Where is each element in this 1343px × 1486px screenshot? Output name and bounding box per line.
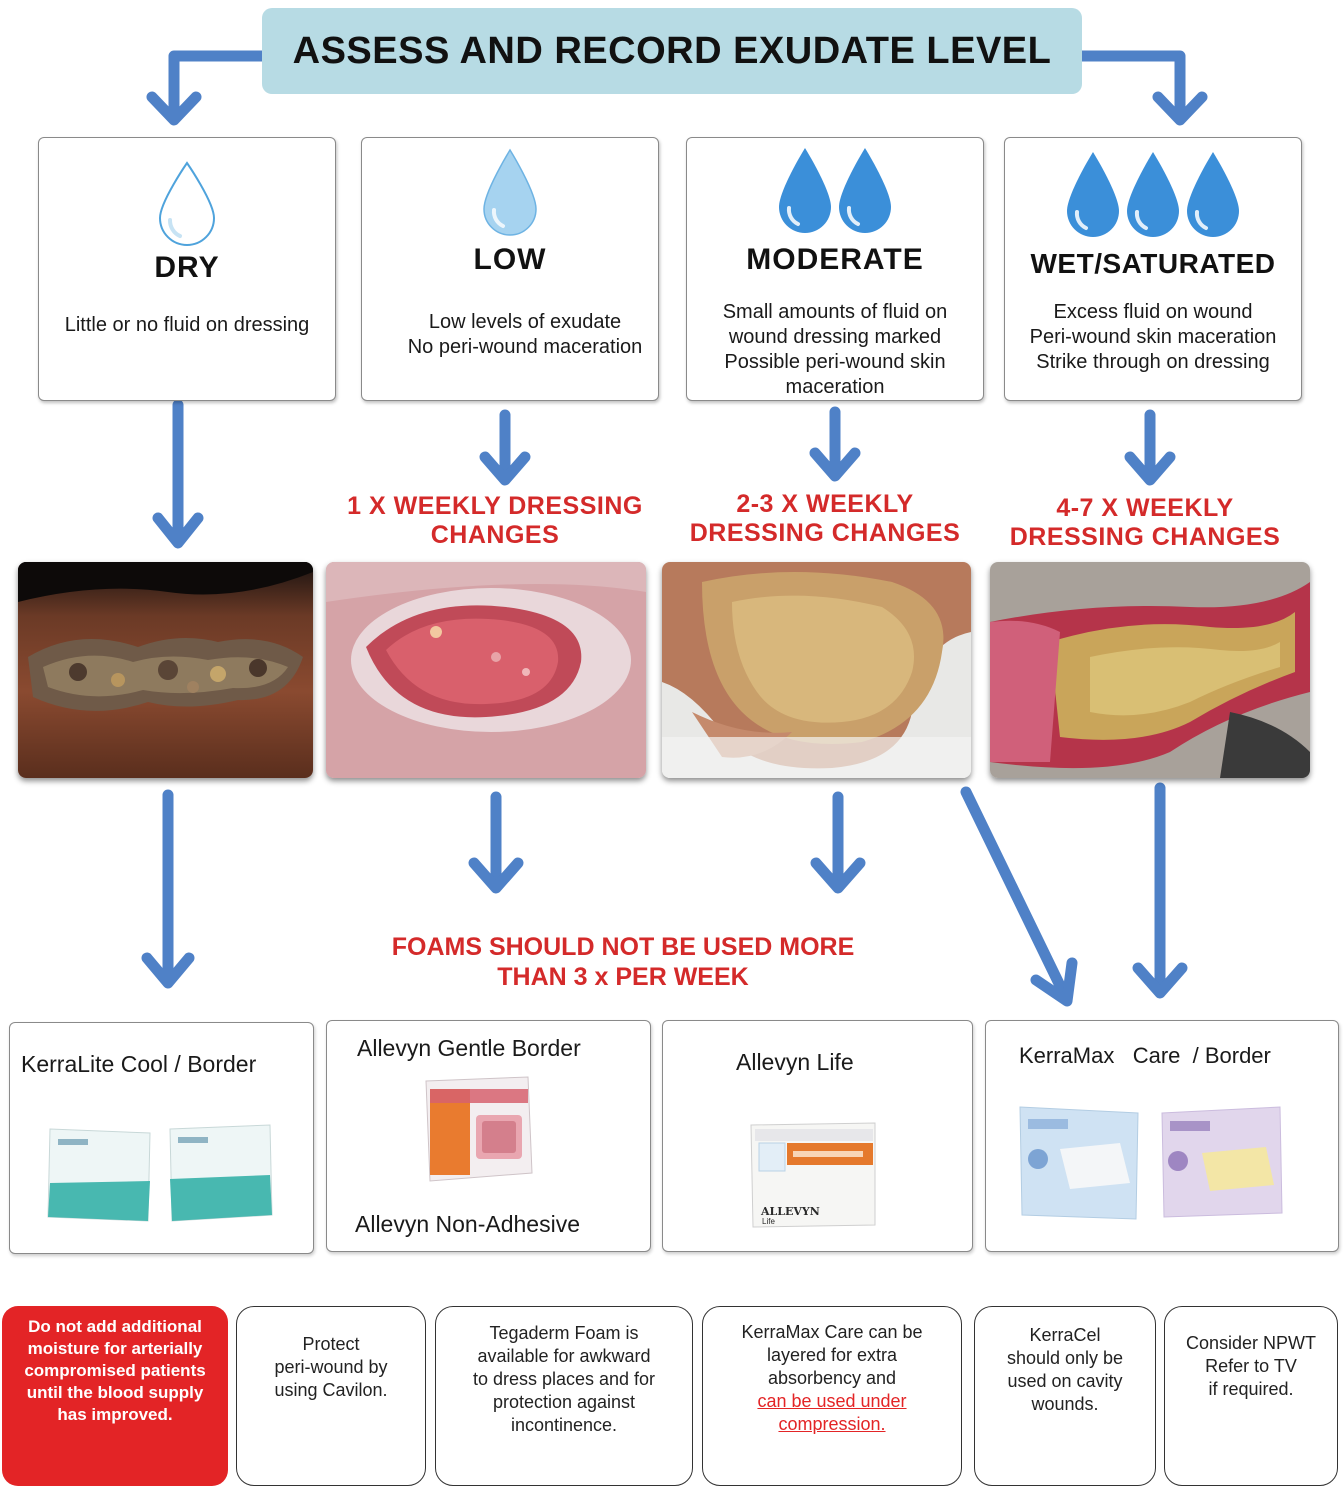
kerramax-package-image: [1018, 1103, 1286, 1221]
frequency-moderate-line2: DRESSING CHANGES: [680, 519, 970, 548]
product-dry-label: KerraLite Cool / Border: [21, 1051, 256, 1078]
water-drop-icon: [1064, 150, 1122, 240]
note-tegaderm-line: to dress places and for: [473, 1368, 655, 1391]
note-npwt-line: Consider NPWT: [1186, 1332, 1316, 1355]
drop-icons: [1005, 150, 1301, 240]
note-cavilon-line: peri-wound by: [274, 1356, 387, 1379]
level-wet-description: Excess fluid on wound Peri-wound skin ma…: [1011, 300, 1295, 375]
wound-photo-dry: [18, 562, 313, 778]
note-arterial-line: has improved.: [24, 1404, 205, 1426]
level-low-card: LOW Low levels of exudate No peri-wound …: [361, 137, 659, 401]
product-moderate-label: Allevyn Life: [736, 1049, 854, 1076]
level-low-name: LOW: [362, 243, 658, 277]
level-dry-name: DRY: [39, 251, 335, 285]
frequency-moderate-line1: 2-3 X WEEKLY: [680, 490, 970, 519]
frequency-low: 1 X WEEKLY DRESSING CHANGES: [345, 492, 645, 550]
drop-icons: [39, 160, 335, 248]
level-moderate-name: MODERATE: [687, 243, 983, 277]
level-moderate-card: MODERATE Small amounts of fluid on wound…: [686, 137, 984, 401]
frequency-moderate: 2-3 X WEEKLY DRESSING CHANGES: [680, 490, 970, 548]
note-npwt-line: Refer to TV: [1186, 1355, 1316, 1378]
note-kerramax-line: layered for extra: [741, 1344, 922, 1367]
drop-icons: [362, 148, 658, 238]
product-wet-label: KerraMax Care / Border: [1019, 1043, 1271, 1069]
level-wet-name: WET/SATURATED: [1005, 248, 1301, 280]
product-card-dry: KerraLite Cool / Border: [9, 1022, 314, 1254]
water-drop-icon: [836, 146, 894, 236]
note-arterial-line: moisture for arterially: [24, 1338, 205, 1360]
water-drop-icon: [1124, 150, 1182, 240]
drop-icons: [687, 146, 983, 236]
frequency-low-line2: CHANGES: [345, 521, 645, 550]
level-low-description: Low levels of exudate No peri-wound mace…: [368, 310, 652, 360]
note-tegaderm-line: available for awkward: [473, 1345, 655, 1368]
level-dry-card: DRY Little or no fluid on dressing: [38, 137, 336, 401]
note-kerracel-line: should only be: [1007, 1347, 1123, 1370]
product-card-low: Allevyn Gentle Border Allevyn Non-Adhesi…: [326, 1020, 651, 1252]
note-cavilon-line: Protect: [274, 1333, 387, 1356]
allevyn-gentle-border-package-image: [422, 1075, 542, 1187]
note-kerramax-compression-link[interactable]: can be used under: [741, 1390, 922, 1413]
arrow-mod-diagonal-shaft: [966, 792, 1066, 998]
foams-warning-line2: THAN 3 x PER WEEK: [380, 962, 866, 992]
wound-photo-wet: [990, 562, 1310, 778]
frequency-wet: 4-7 X WEEKLY DRESSING CHANGES: [1000, 494, 1290, 552]
foams-warning: FOAMS SHOULD NOT BE USED MORE THAN 3 x P…: [380, 932, 866, 992]
product-card-moderate: Allevyn Life ALLEVYN Life: [662, 1020, 973, 1252]
frequency-low-line1: 1 X WEEKLY DRESSING: [345, 492, 645, 521]
note-kerramax: KerraMax Care can be layered for extra a…: [702, 1306, 962, 1486]
note-arterial-line: until the blood supply: [24, 1382, 205, 1404]
note-kerracel-line: used on cavity: [1007, 1370, 1123, 1393]
note-arterial-line: Do not add additional: [24, 1316, 205, 1338]
frequency-wet-line2: DRESSING CHANGES: [1000, 523, 1290, 552]
level-dry-description: Little or no fluid on dressing: [45, 313, 329, 338]
page-title: ASSESS AND RECORD EXUDATE LEVEL: [262, 8, 1082, 94]
level-moderate-description: Small amounts of fluid on wound dressing…: [693, 300, 977, 400]
kerralite-package-image: [44, 1123, 284, 1225]
foams-warning-line1: FOAMS SHOULD NOT BE USED MORE: [380, 932, 866, 962]
note-kerracel-line: wounds.: [1007, 1393, 1123, 1416]
note-npwt-line: if required.: [1186, 1378, 1316, 1401]
frequency-wet-line1: 4-7 X WEEKLY: [1000, 494, 1290, 523]
note-kerramax-compression-link[interactable]: compression.: [741, 1413, 922, 1436]
note-tegaderm-line: Tegaderm Foam is: [473, 1322, 655, 1345]
product-low-label-top: Allevyn Gentle Border: [357, 1035, 581, 1062]
product-card-wet: KerraMax Care / Border: [985, 1020, 1339, 1252]
level-wet-card: WET/SATURATED Excess fluid on wound Peri…: [1004, 137, 1302, 401]
wound-photo-moderate: [662, 562, 971, 778]
note-arterial-warning: Do not add additional moisture for arter…: [2, 1306, 228, 1486]
allevyn-package-sub: Life: [762, 1217, 775, 1226]
note-tegaderm: Tegaderm Foam is available for awkward t…: [435, 1306, 693, 1486]
wound-photo-low: [326, 562, 646, 778]
water-drop-light-icon: [481, 148, 539, 238]
note-kerramax-line: absorbency and: [741, 1367, 922, 1390]
note-tegaderm-line: incontinence.: [473, 1414, 655, 1437]
note-cavilon-line: using Cavilon.: [274, 1379, 387, 1402]
note-kerramax-line: KerraMax Care can be: [741, 1321, 922, 1344]
note-tegaderm-line: protection against: [473, 1391, 655, 1414]
note-kerracel-line: KerraCel: [1007, 1324, 1123, 1347]
note-arterial-line: compromised patients: [24, 1360, 205, 1382]
product-low-label-bottom: Allevyn Non-Adhesive: [355, 1211, 580, 1238]
water-drop-icon: [776, 146, 834, 236]
note-cavilon: Protect peri-wound by using Cavilon.: [236, 1306, 426, 1486]
water-drop-icon: [1184, 150, 1242, 240]
note-npwt: Consider NPWT Refer to TV if required.: [1164, 1306, 1338, 1486]
note-kerracel: KerraCel should only be used on cavity w…: [974, 1306, 1156, 1486]
water-drop-outline-icon: [156, 160, 218, 248]
